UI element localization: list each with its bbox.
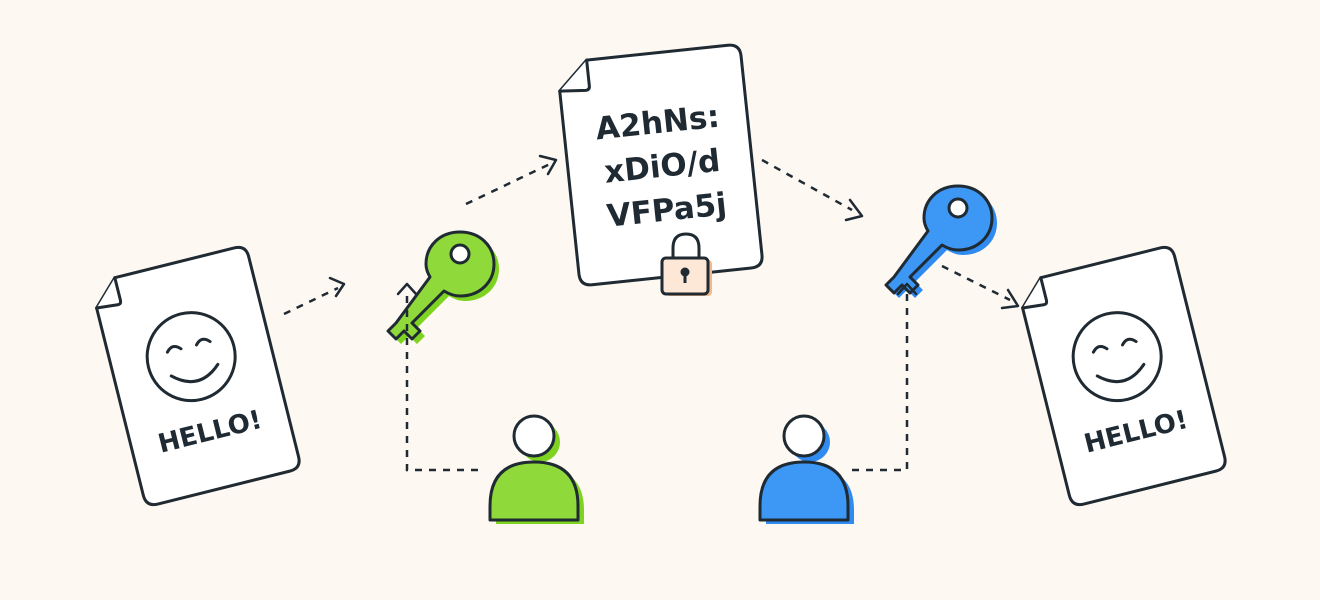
- user-icon: [488, 414, 584, 524]
- encrypted-document: A2hNs: xDiO/d VFPa5j: [558, 43, 764, 287]
- smiley-face-icon: [145, 311, 237, 403]
- sender-user: [488, 414, 584, 524]
- receiver-key: [884, 184, 997, 298]
- key-icon: [386, 230, 499, 344]
- sender-key: [386, 230, 499, 344]
- arrow-sender-user-to-key: [396, 282, 478, 472]
- arrow-encrypted-to-receiver-key: [761, 158, 864, 222]
- receiver-user: [758, 414, 854, 524]
- user-icon: [758, 414, 854, 524]
- arrow-plain-to-sender-key: [283, 276, 346, 316]
- arrow-receiver-key-to-plain: [941, 264, 1020, 310]
- plain-document-right: HELLO!: [1021, 245, 1227, 507]
- plain-document-left: HELLO!: [95, 245, 301, 507]
- key-icon: [884, 184, 997, 298]
- padlock-icon: [660, 232, 712, 296]
- arrow-receiver-user-to-key: [852, 282, 918, 472]
- arrow-sender-key-to-encrypted: [465, 154, 558, 206]
- smiley-face-icon: [1071, 311, 1163, 403]
